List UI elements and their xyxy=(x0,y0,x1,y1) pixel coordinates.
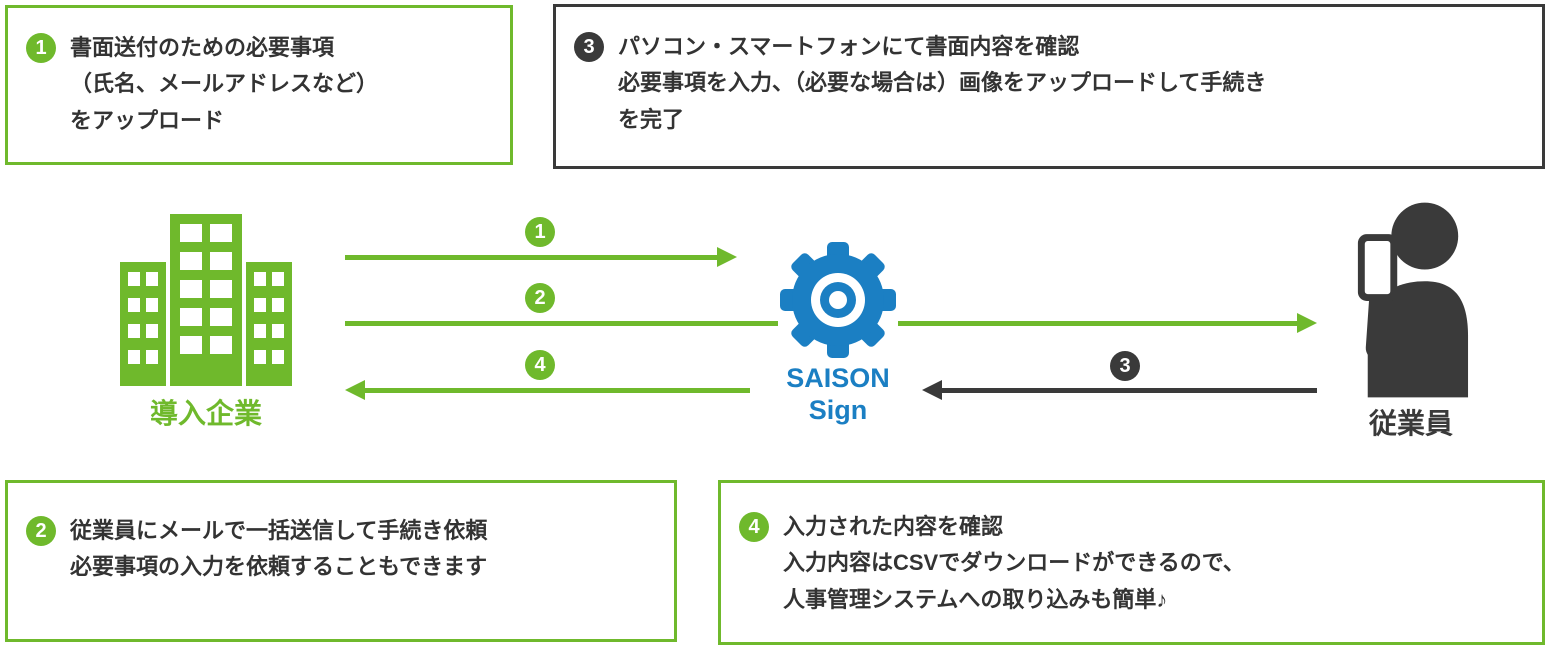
step3-number-badge: 3 xyxy=(574,32,604,62)
step4-line-1: 入力された内容を確認 xyxy=(783,514,1004,539)
arrow-shaft xyxy=(938,388,1317,393)
arrow3-number-badge: 3 xyxy=(1110,351,1140,381)
step4-number-badge: 4 xyxy=(739,512,769,542)
step1-note-box: 1 書面送付のための必要事項 （氏名、メールアドレスなど） をアップロード xyxy=(5,5,513,165)
arrow-step4-service-to-company xyxy=(345,380,750,400)
service-label: SAISON Sign xyxy=(758,362,918,427)
service-label-line1: SAISON xyxy=(786,363,890,393)
office-building-icon xyxy=(118,212,294,388)
arrow-left-head xyxy=(345,380,365,400)
step3-note-box: 3 パソコン・スマートフォンにて書面内容を確認 必要事項を入力、（必要な場合は）… xyxy=(553,4,1545,169)
arrow-step1-company-to-service xyxy=(345,247,737,267)
step1-line-3: をアップロード xyxy=(70,107,225,133)
step2-number-badge: 2 xyxy=(26,516,56,546)
step2-text: 従業員にメールで一括送信して手続き依頼 必要事項の入力を依頼することもできます xyxy=(70,513,487,586)
step2-line-2: 必要事項の入力を依頼することもできます xyxy=(70,554,488,580)
service-label-line2: Sign xyxy=(808,395,868,426)
arrow-left-head xyxy=(922,380,942,400)
arrow-shaft xyxy=(345,255,721,260)
arrow4-number-badge: 4 xyxy=(525,350,555,380)
arrow-right-head xyxy=(717,247,737,267)
step3-line-3: を完了 xyxy=(618,106,685,132)
arrow-right-head xyxy=(1297,313,1317,333)
step4-line-2: 入力内容はCSVでダウンロードができるので、 xyxy=(783,550,1245,576)
arrow2-number-badge: 2 xyxy=(525,283,555,313)
step2-line-1: 従業員にメールで一括送信して手続き依頼 xyxy=(70,518,488,543)
step3-line-1: パソコン・スマートフォンにて書面内容を確認 xyxy=(618,34,1080,59)
step4-text: 入力された内容を確認 入力内容はCSVでダウンロードができるので、 人事管理シス… xyxy=(783,509,1245,618)
arrow-shaft xyxy=(361,388,750,393)
step1-line-2: （氏名、メールアドレスなど） xyxy=(70,71,379,97)
company-label: 導入企業 xyxy=(149,398,262,429)
step3-line-2: 必要事項を入力、（必要な場合は）画像をアップロードして手続き xyxy=(618,70,1267,96)
person-holding-phone-icon xyxy=(1352,200,1470,398)
step4-line-3: 人事管理システムへの取り込みも簡単♪ xyxy=(783,586,1168,612)
step1-line-1: 書面送付のための必要事項 xyxy=(70,35,335,60)
arrow1-number-badge: 1 xyxy=(525,217,555,247)
gear-icon xyxy=(778,240,898,360)
step1-number-badge: 1 xyxy=(26,33,56,63)
arrow-step3-employee-to-service xyxy=(922,380,1317,400)
step2-note-box: 2 従業員にメールで一括送信して手続き依頼 必要事項の入力を依頼することもできま… xyxy=(5,480,677,642)
step1-text: 書面送付のための必要事項 （氏名、メールアドレスなど） をアップロード xyxy=(70,30,378,139)
step4-note-box: 4 入力された内容を確認 入力内容はCSVでダウンロードができるので、 人事管理… xyxy=(718,480,1545,645)
step3-text: パソコン・スマートフォンにて書面内容を確認 必要事項を入力、（必要な場合は）画像… xyxy=(618,29,1266,138)
employee-label: 従業員 xyxy=(1368,408,1453,439)
